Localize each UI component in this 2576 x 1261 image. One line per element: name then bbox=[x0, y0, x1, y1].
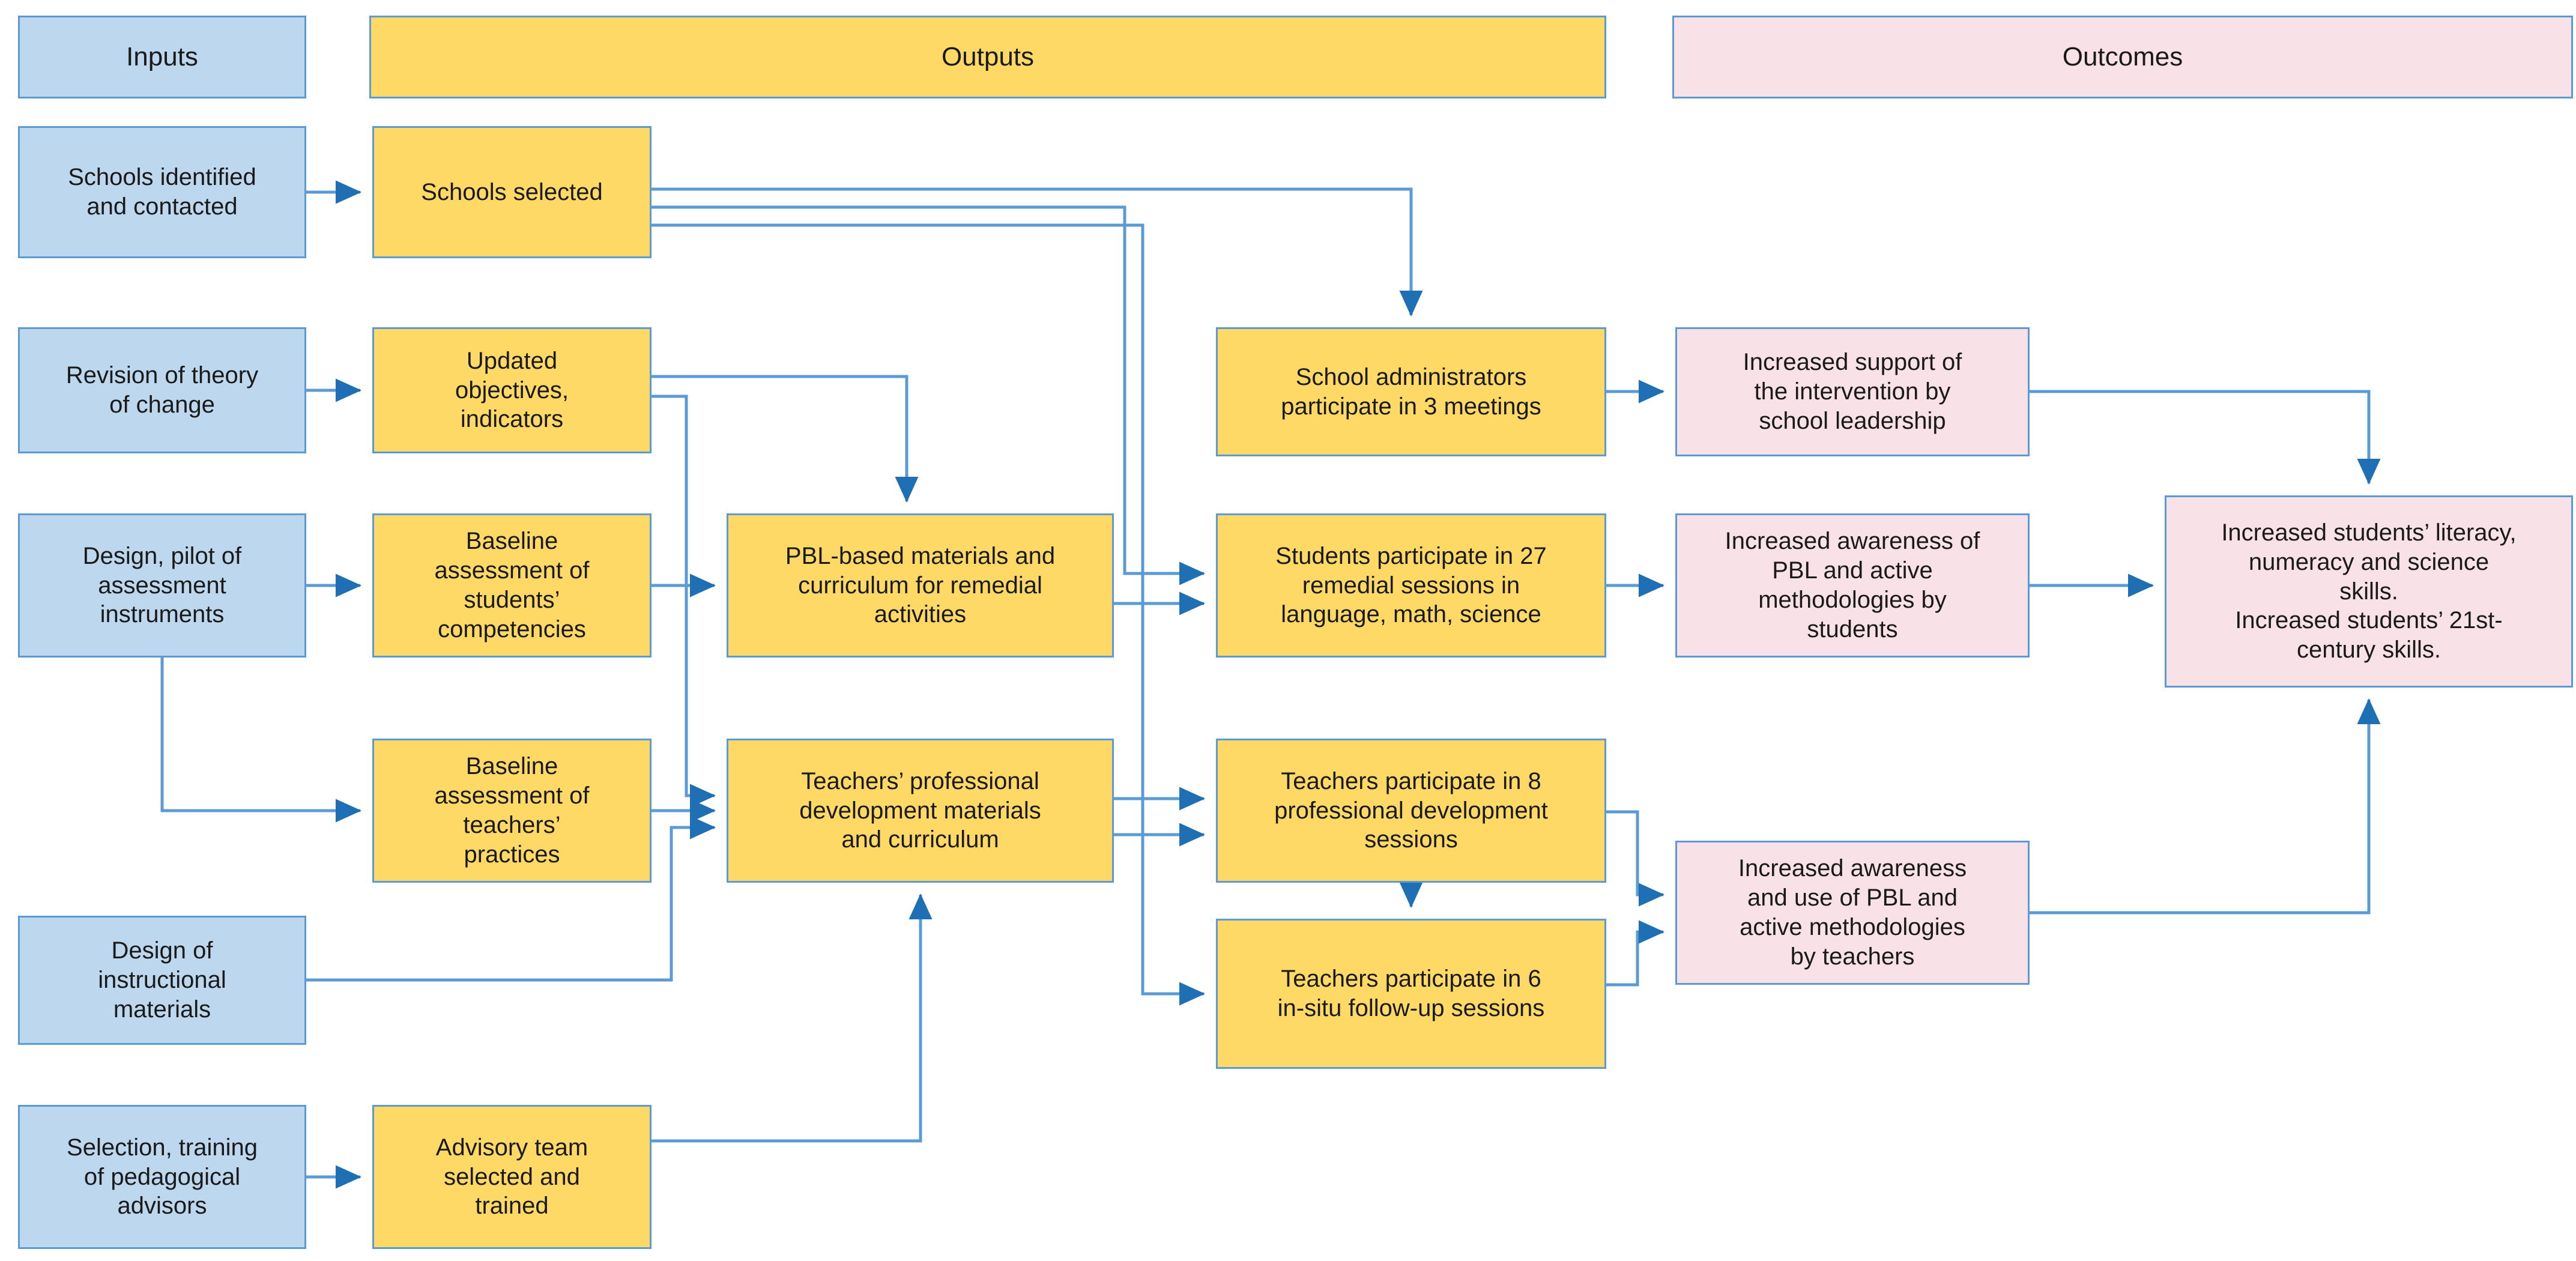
node-label: Updated objectives, indicators bbox=[455, 347, 569, 433]
node-students-remedial[interactable]: Students participate in 27 remedial sess… bbox=[1216, 513, 1606, 658]
node-label: Advisory team selected and trained bbox=[435, 1134, 588, 1220]
node-teachers-insitu[interactable]: Teachers participate in 6 in-situ follow… bbox=[1216, 919, 1606, 1069]
edge-teachers-pd-sessions-to-outcome-teachers-pbl bbox=[1606, 810, 1665, 907]
node-revision-theory[interactable]: Revision of theory of change bbox=[18, 327, 306, 453]
node-label: Teachers participate in 8 professional d… bbox=[1274, 767, 1548, 853]
node-outcome-teachers-pbl[interactable]: Increased awareness and use of PBL and a… bbox=[1675, 841, 2030, 985]
edge-outcome-leadership-to-outcome-final bbox=[2030, 390, 2381, 485]
node-label: Increased awareness of PBL and active me… bbox=[1725, 528, 1980, 643]
node-teachers-pd-sessions[interactable]: Teachers participate in 8 professional d… bbox=[1216, 739, 1606, 883]
column-header-outcomes-label: Outcomes bbox=[2062, 42, 2183, 72]
edge-design-pilot-to-baseline-teachers bbox=[160, 658, 362, 823]
node-outcome-final[interactable]: Increased students’ literacy, numeracy a… bbox=[2165, 495, 2573, 688]
column-header-outputs-label: Outputs bbox=[941, 42, 1035, 72]
node-label: PBL-based materials and curriculum for r… bbox=[785, 542, 1056, 628]
edge-schools-selected-to-teachers-insitu bbox=[652, 223, 1206, 1006]
node-label: Design, pilot of assessment instruments bbox=[82, 542, 242, 628]
node-label: Design of instructional materials bbox=[98, 937, 226, 1023]
node-schools-identified[interactable]: Schools identified and contacted bbox=[18, 126, 306, 258]
node-selection-advisors[interactable]: Selection, training of pedagogical advis… bbox=[18, 1105, 306, 1249]
node-label: Baseline assessment of students’ compete… bbox=[434, 528, 590, 643]
node-baseline-students[interactable]: Baseline assessment of students’ compete… bbox=[372, 513, 652, 658]
node-outcome-leadership[interactable]: Increased support of the intervention by… bbox=[1675, 327, 2030, 456]
edge-teachers-insitu-to-outcome-teachers-pbl bbox=[1606, 920, 1665, 987]
edge-updated-objectives-to-pbl-materials bbox=[652, 375, 919, 503]
node-label: Selection, training of pedagogical advis… bbox=[67, 1134, 258, 1220]
node-updated-objectives[interactable]: Updated objectives, indicators bbox=[372, 327, 652, 453]
node-label: Teachers’ professional development mater… bbox=[799, 767, 1041, 853]
node-outcome-students-pbl[interactable]: Increased awareness of PBL and active me… bbox=[1675, 513, 2030, 658]
node-advisory-team[interactable]: Advisory team selected and trained bbox=[372, 1105, 652, 1249]
node-label: Students participate in 27 remedial sess… bbox=[1275, 542, 1547, 628]
node-label: Baseline assessment of teachers’ practic… bbox=[434, 753, 590, 868]
column-header-inputs: Inputs bbox=[18, 16, 306, 98]
node-design-instructional[interactable]: Design of instructional materials bbox=[18, 916, 306, 1045]
node-label: Increased awareness and use of PBL and a… bbox=[1738, 855, 1967, 970]
node-school-admins[interactable]: School administrators participate in 3 m… bbox=[1216, 327, 1606, 456]
edge-outcome-teachers-pbl-to-outcome-final bbox=[2030, 698, 2381, 915]
node-design-pilot[interactable]: Design, pilot of assessment instruments bbox=[18, 513, 306, 658]
column-header-inputs-label: Inputs bbox=[126, 42, 198, 72]
edge-schools-selected-to-students-remedial bbox=[652, 205, 1206, 585]
node-label: Increased students’ literacy, numeracy a… bbox=[2221, 519, 2517, 664]
edge-updated-objectives-to-teacher-pd-materials bbox=[652, 395, 716, 808]
edge-schools-selected-to-school-admins bbox=[652, 187, 1423, 317]
node-label: Schools identified and contacted bbox=[68, 164, 256, 220]
column-header-outcomes: Outcomes bbox=[1672, 16, 2573, 98]
node-label: Increased support of the intervention by… bbox=[1743, 349, 1962, 434]
edge-design-instructional-to-teacher-pd-materials bbox=[306, 815, 716, 982]
node-teacher-pd-materials[interactable]: Teachers’ professional development mater… bbox=[727, 739, 1114, 883]
edge-advisory-team-to-teacher-pd-materials bbox=[652, 893, 933, 1143]
column-header-outputs: Outputs bbox=[369, 16, 1606, 98]
node-label: School administrators participate in 3 m… bbox=[1281, 363, 1541, 420]
node-label: Schools selected bbox=[421, 178, 603, 205]
node-pbl-materials[interactable]: PBL-based materials and curriculum for r… bbox=[727, 513, 1114, 658]
node-label: Revision of theory of change bbox=[65, 362, 259, 418]
node-schools-selected[interactable]: Schools selected bbox=[372, 126, 652, 258]
node-baseline-teachers[interactable]: Baseline assessment of teachers’ practic… bbox=[372, 739, 652, 883]
node-label: Teachers participate in 6 in-situ follow… bbox=[1277, 966, 1545, 1021]
